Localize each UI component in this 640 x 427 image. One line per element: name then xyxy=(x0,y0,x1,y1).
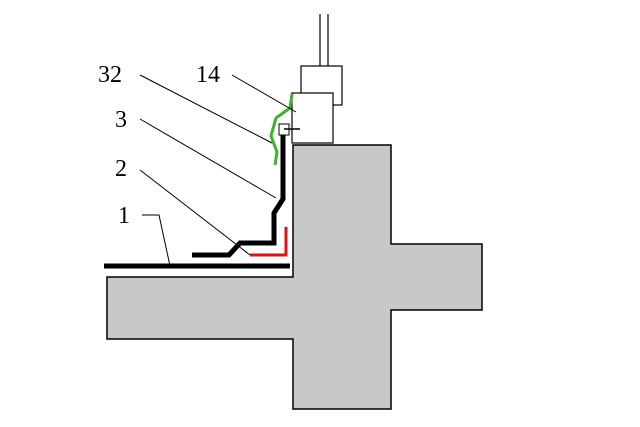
leader-line-2 xyxy=(139,169,251,256)
label-3: 3 xyxy=(115,107,127,133)
label-1: 1 xyxy=(118,203,130,229)
label-14: 14 xyxy=(196,62,220,88)
strip-2 xyxy=(250,227,288,257)
leader-line-1 xyxy=(142,214,171,267)
cross-shaped-body xyxy=(106,144,483,410)
strip-3 xyxy=(192,124,286,258)
leader-line-14 xyxy=(231,74,297,113)
strip-32 xyxy=(269,93,294,166)
label-32: 32 xyxy=(98,62,122,88)
lower-box xyxy=(291,92,334,144)
leader-line-32 xyxy=(139,74,273,144)
label-2: 2 xyxy=(115,156,127,182)
leader-line-3 xyxy=(139,118,277,199)
